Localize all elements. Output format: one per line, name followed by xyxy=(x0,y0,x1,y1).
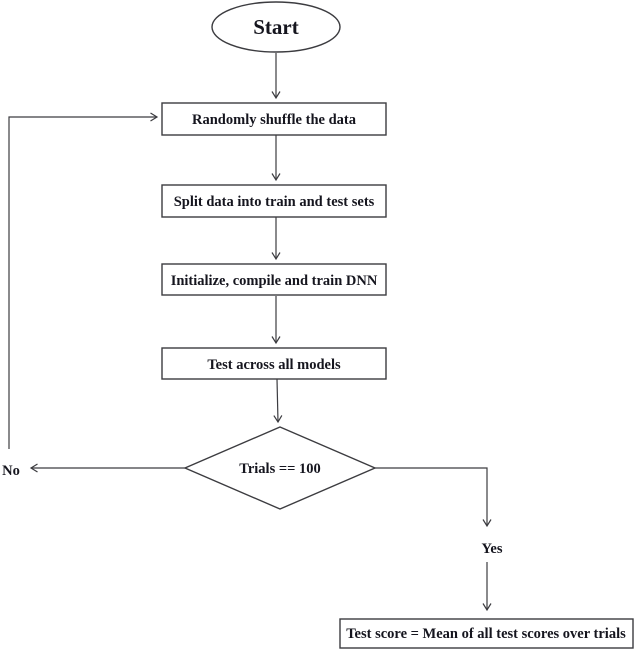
split-label: Split data into train and test sets xyxy=(174,194,375,210)
split-box xyxy=(161,184,387,218)
node-test-models: Test across all models xyxy=(161,347,387,380)
arrow-decision-yes-down xyxy=(375,467,492,528)
test-label: Test across all models xyxy=(207,357,341,373)
node-shuffle-data: Randomly shuffle the data xyxy=(161,102,387,136)
node-decision-trials: Trials == 100 xyxy=(183,426,377,510)
score-label: Test score = Mean of all test scores ove… xyxy=(346,626,626,642)
shuffle-box xyxy=(161,102,387,136)
decision-label: Trials == 100 xyxy=(239,461,321,477)
arrow-no-return-to-shuffle xyxy=(8,112,159,449)
test-box xyxy=(161,347,387,380)
start-label: Start xyxy=(253,15,299,39)
arrow-test-to-decision xyxy=(273,378,283,424)
node-init-train-dnn: Initialize, compile and train DNN xyxy=(161,263,387,296)
edge-label-no: No xyxy=(2,463,20,479)
decision-diamond xyxy=(183,426,377,510)
node-split-data: Split data into train and test sets xyxy=(161,184,387,218)
start-ellipse xyxy=(211,1,341,53)
node-start: Start xyxy=(211,1,341,53)
init-label: Initialize, compile and train DNN xyxy=(171,273,378,289)
score-box xyxy=(339,618,634,649)
edge-label-yes: Yes xyxy=(482,541,503,557)
node-final-score: Test score = Mean of all test scores ove… xyxy=(339,618,634,649)
init-box xyxy=(161,263,387,296)
shuffle-label: Randomly shuffle the data xyxy=(192,112,357,128)
